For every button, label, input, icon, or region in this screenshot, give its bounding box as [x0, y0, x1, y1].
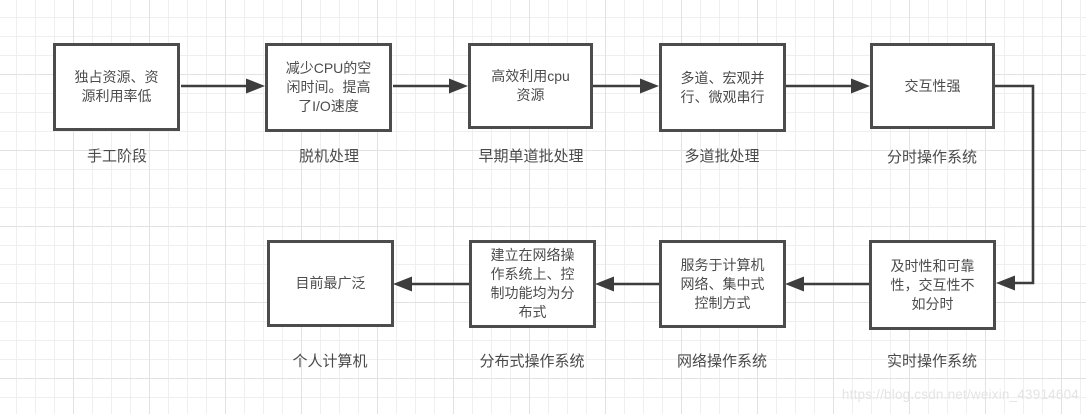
flow-node-single-batch: 高效利用cpu资源: [468, 43, 593, 129]
stage-label-real-time: 实时操作系统: [886, 353, 977, 370]
node-text: 交互性强: [904, 77, 961, 94]
stage-label-network-os: 网络操作系统: [676, 353, 767, 370]
flow-node-time-sharing: 交互性强: [870, 43, 995, 129]
stage-label-time-sharing: 分时操作系统: [886, 149, 977, 166]
flow-node-real-time: 及时性和可靠性，交互性不如分时: [869, 240, 996, 330]
node-text: 减少CPU的空闲时间。提高了I/O速度: [285, 60, 372, 114]
node-text: 多道、宏观并行、微观串行: [680, 69, 765, 105]
node-text: 及时性和可靠性，交互性不如分时: [890, 257, 975, 312]
flow-node-distributed-os: 建立在网络操作系统上、控制功能均为分布式: [469, 240, 596, 328]
node-text: 高效利用cpu资源: [491, 68, 570, 103]
node-text: 服务于计算机网络、集中式控制方式: [680, 256, 765, 311]
flow-node-personal-computer: 目前最广泛: [267, 240, 394, 327]
node-text: 独占资源、资源利用率低: [74, 69, 159, 104]
arrow-offline-to-singlebatch: [393, 78, 468, 94]
stage-label-offline: 脱机处理: [298, 148, 359, 165]
arrow-distributed-to-pc: [393, 276, 469, 292]
arrow-realtime-to-network: [785, 276, 869, 292]
stage-label-manual: 手工阶段: [86, 148, 147, 165]
flow-node-network-os: 服务于计算机网络、集中式控制方式: [659, 240, 786, 328]
flow-node-multi-batch: 多道、宏观并行、微观串行: [659, 43, 786, 132]
arrow-multibatch-to-timesharing: [785, 78, 870, 94]
node-text: 建立在网络操作系统上、控制功能均为分布式: [490, 247, 575, 320]
stage-label-single-batch: 早期单道批处理: [478, 148, 584, 165]
node-text: 目前最广泛: [295, 275, 366, 291]
stage-label-distributed: 分布式操作系统: [479, 353, 585, 370]
stage-label-pc: 个人计算机: [292, 353, 368, 370]
arrow-timesharing-to-realtime: [995, 84, 1035, 291]
arrow-manual-to-offline: [181, 78, 265, 94]
flow-node-offline-processing: 减少CPU的空闲时间。提高了I/O速度: [265, 43, 392, 132]
arrow-network-to-distributed: [595, 276, 659, 292]
stage-label-multi-batch: 多道批处理: [684, 148, 760, 165]
csdn-watermark: https://blog.csdn.net/weixin_43914604: [841, 387, 1079, 402]
arrow-singlebatch-to-multibatch: [593, 78, 659, 94]
flow-node-manual-stage: 独占资源、资源利用率低: [53, 43, 180, 131]
